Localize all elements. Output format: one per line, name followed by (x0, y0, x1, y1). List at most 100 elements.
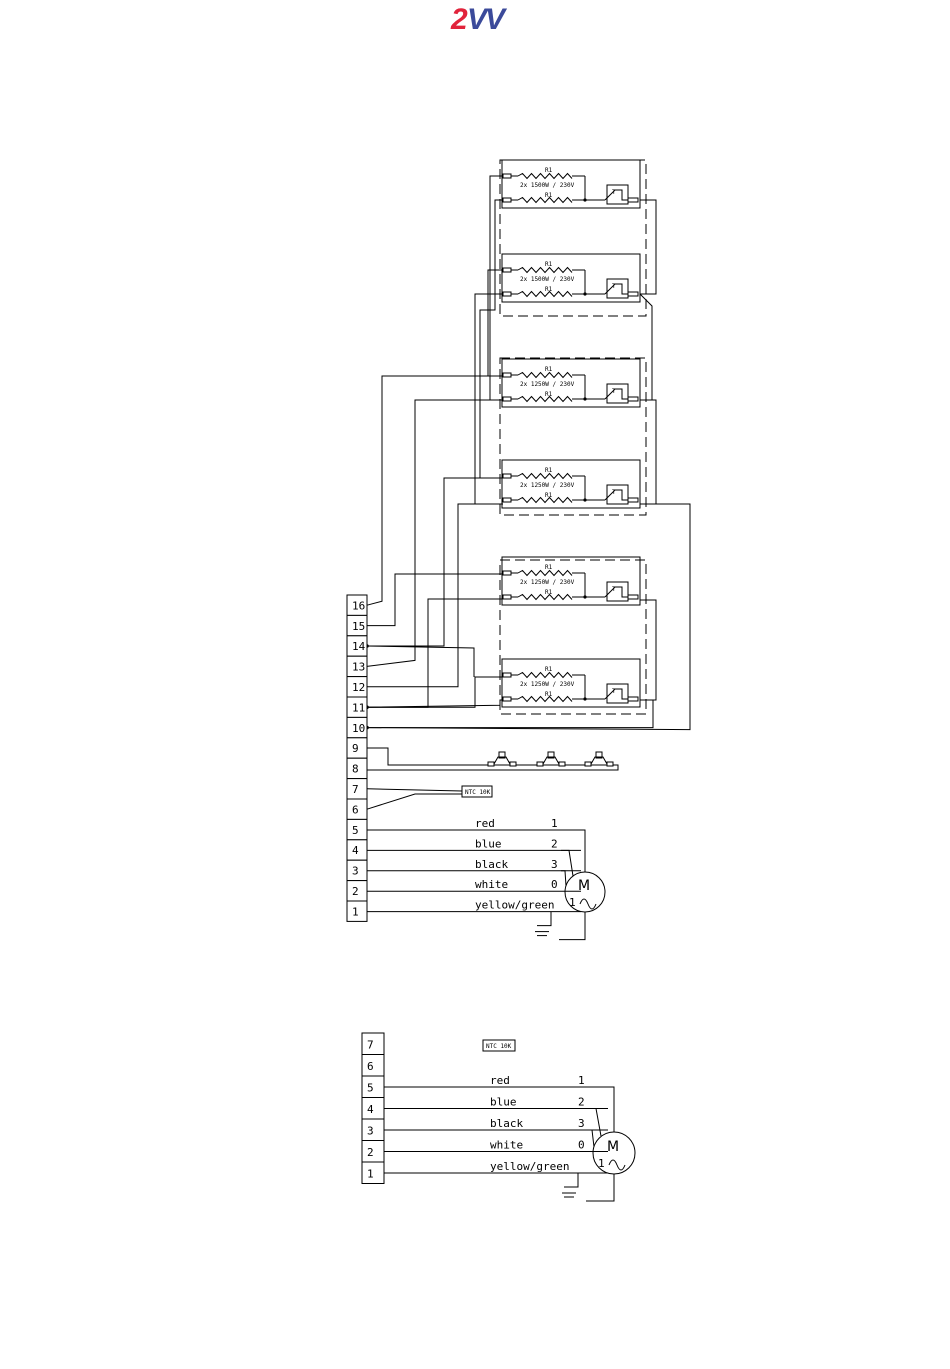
resistor-label: R1 (545, 564, 553, 571)
wire (581, 829, 586, 872)
wire (367, 477, 503, 647)
terminal-number: 6 (352, 803, 359, 816)
wire (559, 912, 586, 941)
terminal-number: 11 (352, 701, 365, 714)
wire-pin-label: 3 (551, 858, 558, 871)
wire (474, 293, 503, 505)
terminal-number: 5 (352, 824, 359, 837)
resistor-label: R1 (545, 261, 553, 268)
thermostat-contact (604, 388, 628, 400)
terminal-1: 1 (346, 900, 368, 922)
terminal-2: 2 (361, 1140, 385, 1163)
heater-rating: 2x 1250W / 230V (520, 482, 575, 489)
terminal-number: 7 (367, 1039, 374, 1052)
terminal-10: 10 (346, 716, 368, 739)
wire (367, 598, 503, 708)
motor-phase: 1 (569, 896, 576, 909)
switch-actuator (595, 751, 603, 759)
terminal-number: 3 (367, 1125, 374, 1138)
terminal-number: 6 (367, 1060, 374, 1073)
terminal-1: 1 (361, 1161, 385, 1184)
terminal-number: 5 (367, 1082, 374, 1095)
terminal-number: 15 (352, 620, 365, 633)
thermostat-contact (604, 283, 628, 295)
wire-color-label: white (490, 1139, 523, 1152)
terminal-number: 16 (352, 599, 365, 612)
switch-pad (536, 761, 544, 767)
heater-rating: 2x 1500W / 230V (520, 276, 575, 283)
enclosure-outline (499, 159, 647, 317)
terminal-pad (502, 696, 512, 702)
terminal-number: 9 (352, 742, 359, 755)
terminal-number: 3 (352, 865, 359, 878)
ntc-label: NTC 10K (465, 789, 491, 796)
terminal-9: 9 (346, 737, 368, 759)
thermostat-box (606, 184, 629, 205)
motor-phase: 1 (598, 1157, 605, 1170)
terminal-pad (502, 267, 512, 273)
motor-symbol: M (607, 1139, 619, 1155)
terminal-pad (502, 672, 512, 678)
wire (367, 573, 503, 627)
resistor (517, 472, 573, 480)
switch-pad (509, 761, 517, 767)
terminal-number: 1 (352, 905, 359, 918)
door-switch (487, 751, 517, 767)
junction-dot (583, 595, 587, 599)
terminal-pad (627, 197, 639, 203)
terminal-pad (502, 497, 512, 503)
thermostat-contact (604, 688, 628, 700)
thermostat-contact (604, 189, 628, 201)
wire (588, 1129, 595, 1148)
terminal-pad (502, 473, 512, 479)
resistor (517, 569, 573, 577)
heater-rating: 2x 1250W / 230V (520, 681, 575, 688)
ac-symbol (579, 898, 597, 910)
wire (366, 788, 463, 792)
terminal-pad (627, 594, 639, 600)
terminal-11: 11 (346, 696, 368, 718)
thermostat-box (606, 278, 629, 299)
terminal-4: 4 (361, 1097, 385, 1120)
wire (640, 599, 657, 701)
terminal-3: 3 (346, 859, 368, 882)
resistor (517, 395, 573, 403)
resistor (517, 290, 573, 298)
wire (367, 747, 619, 771)
resistor (517, 695, 573, 703)
thermostat-label: T (612, 189, 616, 196)
terminal-number: 1 (367, 1168, 374, 1181)
wire (564, 1173, 579, 1188)
thermostat-label: T (612, 586, 616, 593)
switch-contact (590, 756, 608, 765)
door-switch (584, 751, 614, 767)
resistor (517, 371, 573, 379)
wire (561, 870, 567, 887)
thermostat-box (606, 581, 629, 602)
resistor-label: R1 (545, 467, 553, 474)
terminal-15: 15 (346, 614, 368, 637)
wire (366, 699, 503, 708)
switch-pad (558, 761, 566, 767)
wire-color-label: blue (475, 837, 502, 850)
wire (366, 375, 503, 606)
switch-actuator (498, 751, 506, 759)
resistor (517, 496, 573, 504)
logo-letters: VV (467, 3, 508, 36)
wire (366, 399, 503, 667)
wire-color-label: black (490, 1117, 523, 1130)
terminal-number: 7 (352, 783, 359, 796)
terminal-3: 3 (361, 1118, 385, 1141)
thermostat-label: T (612, 489, 616, 496)
terminal-5: 5 (346, 818, 368, 841)
terminal-13: 13 (346, 655, 368, 678)
ntc-sensor-main: NTC 10K (461, 785, 493, 798)
wire (640, 199, 657, 295)
wire (561, 849, 574, 877)
wire (608, 1086, 615, 1132)
